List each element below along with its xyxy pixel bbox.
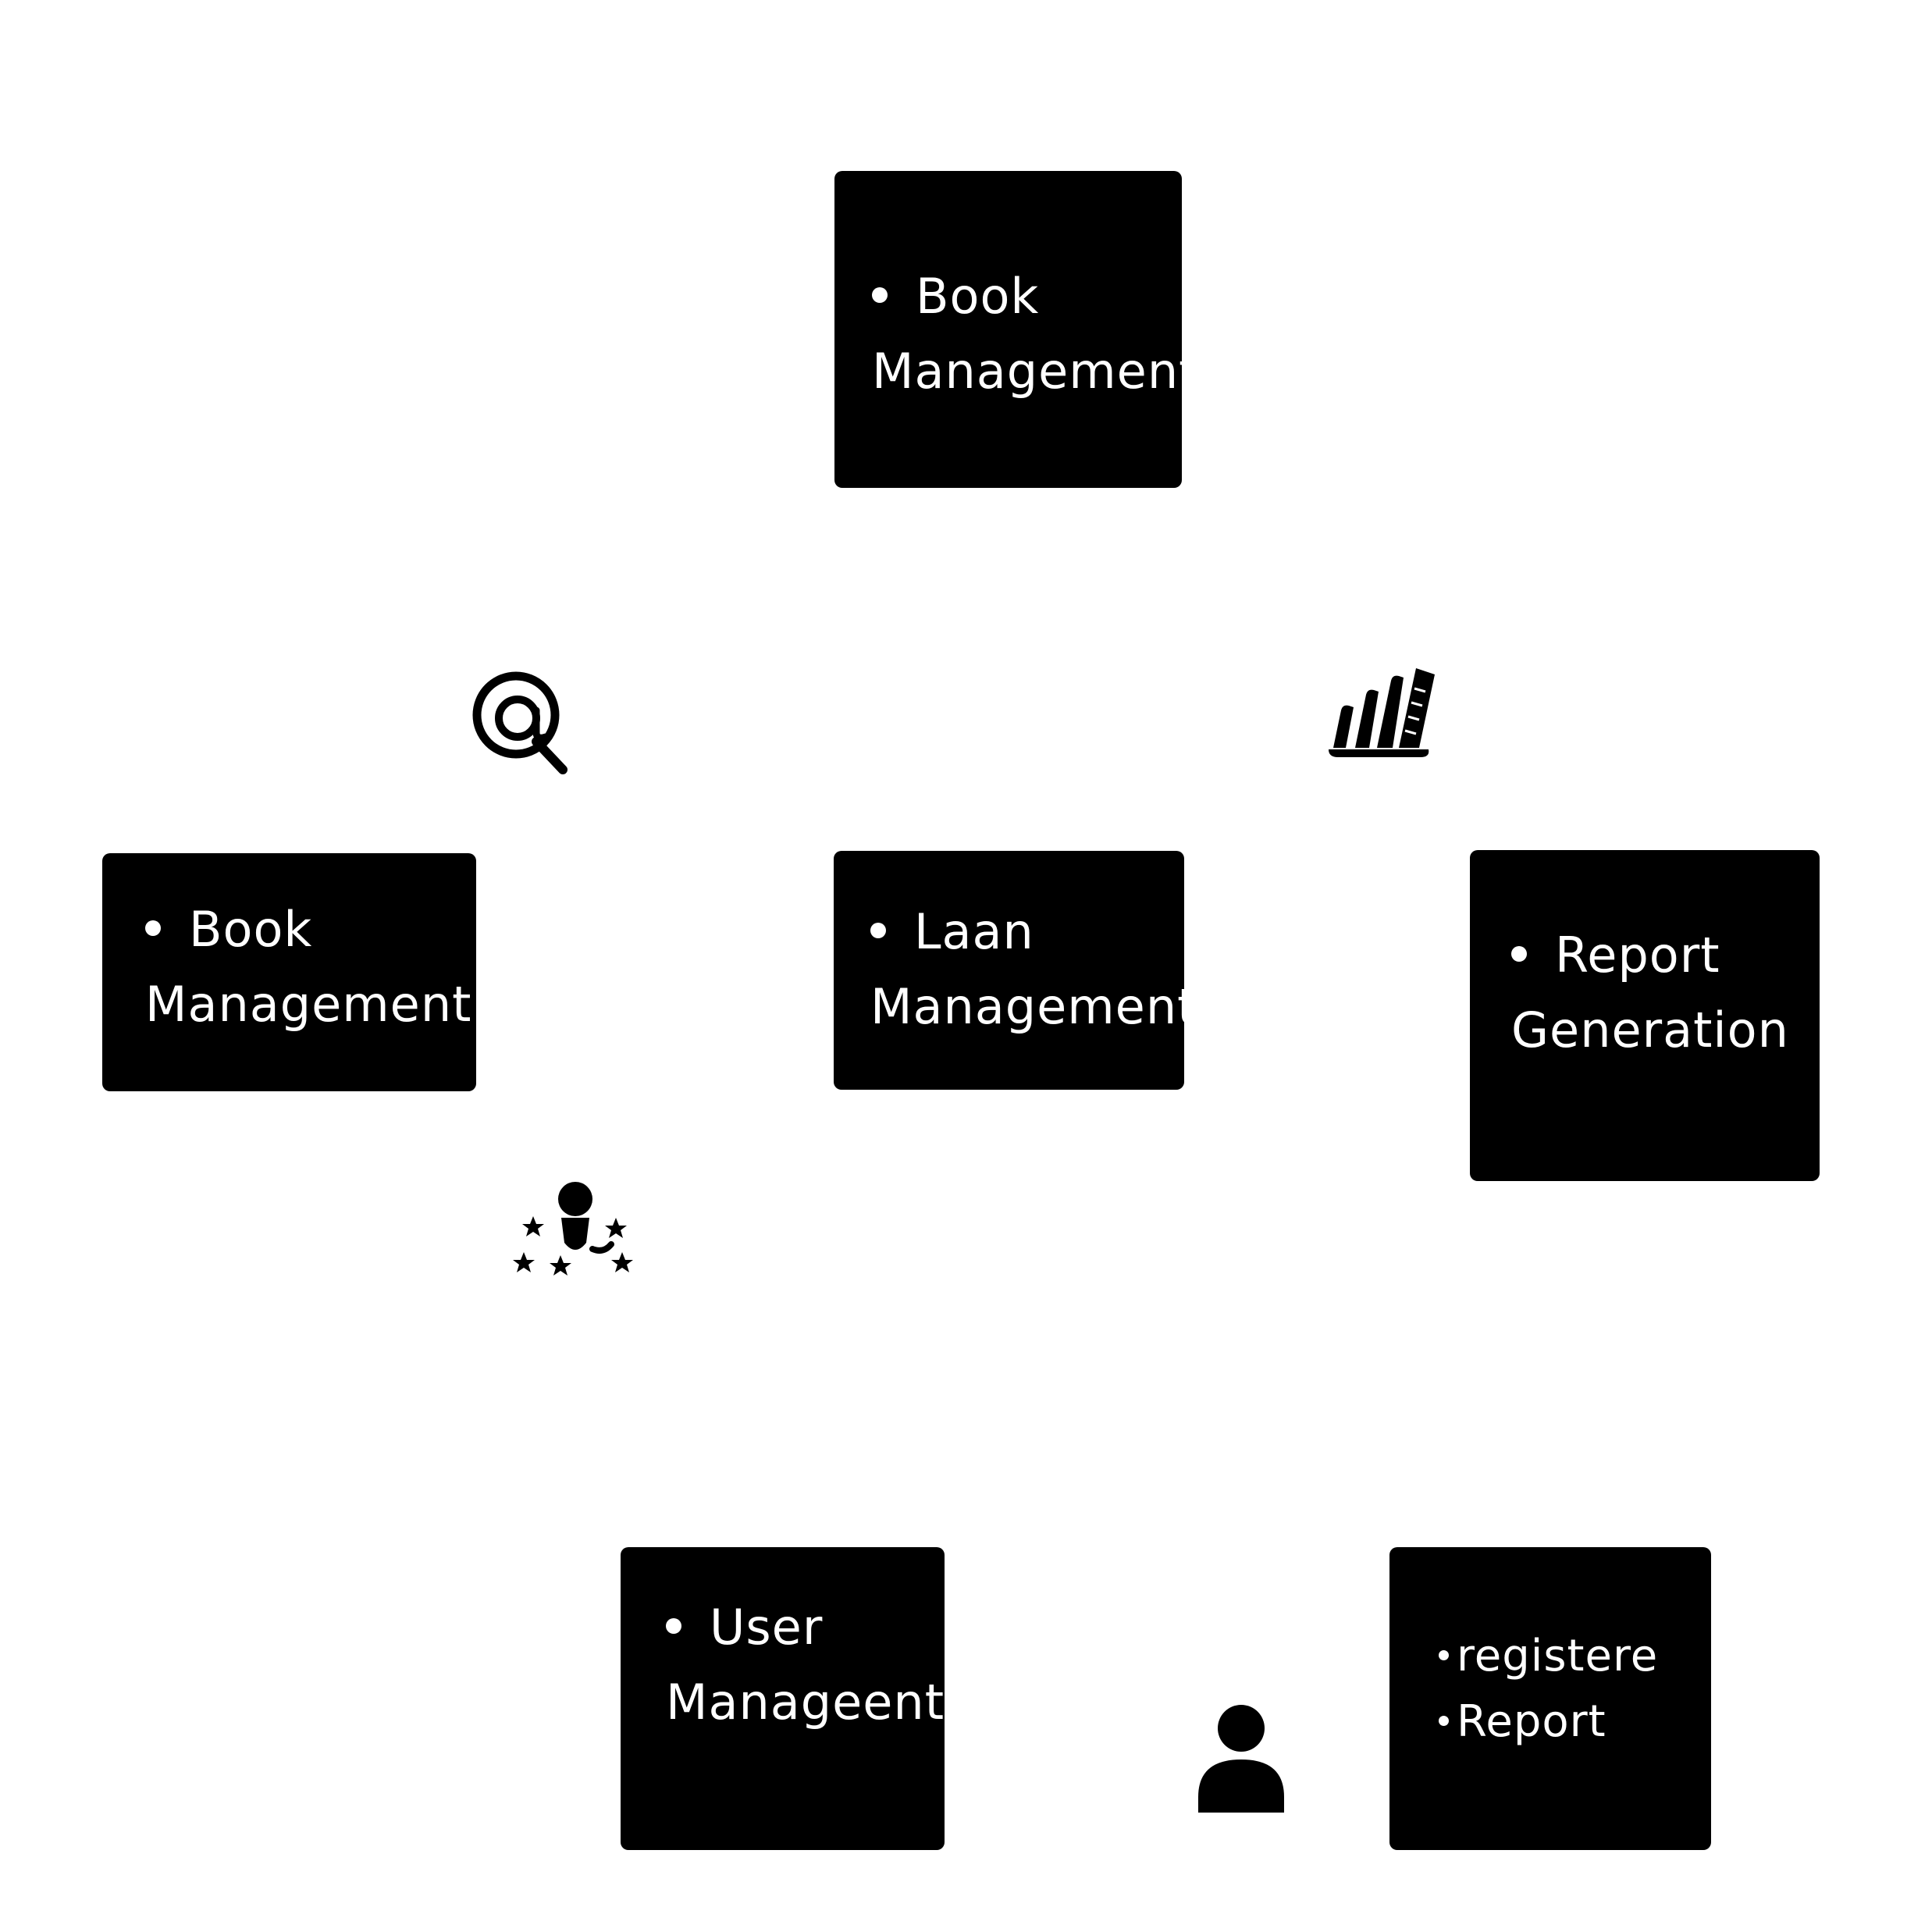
bullet-icon [870, 922, 886, 938]
search-icon [472, 671, 568, 774]
box-label-line2: Generation [1511, 1002, 1789, 1059]
bar-chart-icon [1329, 668, 1435, 757]
box-label-line1: Laan [914, 903, 1034, 960]
bullet-icon [872, 286, 888, 303]
user-management-box: User Manageent [621, 1547, 945, 1850]
box-label-line1: registere [1457, 1631, 1659, 1681]
user-rating-icon [513, 1182, 633, 1276]
register-report-box: registere Report [1389, 1547, 1711, 1850]
bullet-icon [666, 1617, 681, 1634]
bullet-icon [145, 920, 161, 936]
report-generation-box: Report Generation [1470, 850, 1820, 1181]
box-label-line1: Book [916, 268, 1040, 325]
bullet-icon [1511, 945, 1527, 962]
loan-management-box: Laan Management [834, 851, 1196, 1090]
person-icon [1198, 1705, 1284, 1813]
box-label-line1: Report [1555, 927, 1720, 984]
box-label-line2: Report [1457, 1696, 1606, 1747]
box-label-line1: User [710, 1599, 824, 1656]
box-label-line2: Management [145, 976, 472, 1033]
book-management-box-left: Book Management [102, 853, 476, 1091]
book-management-box-top: Book Management [834, 171, 1197, 488]
box-label-line2: Manageent [666, 1674, 945, 1731]
bullet-icon [1439, 1650, 1449, 1661]
box-label-line1: Book [189, 901, 313, 958]
bullet-icon [1439, 1716, 1449, 1727]
box-label-line2: Management [872, 343, 1199, 400]
box-label-line2: Management [870, 978, 1197, 1035]
